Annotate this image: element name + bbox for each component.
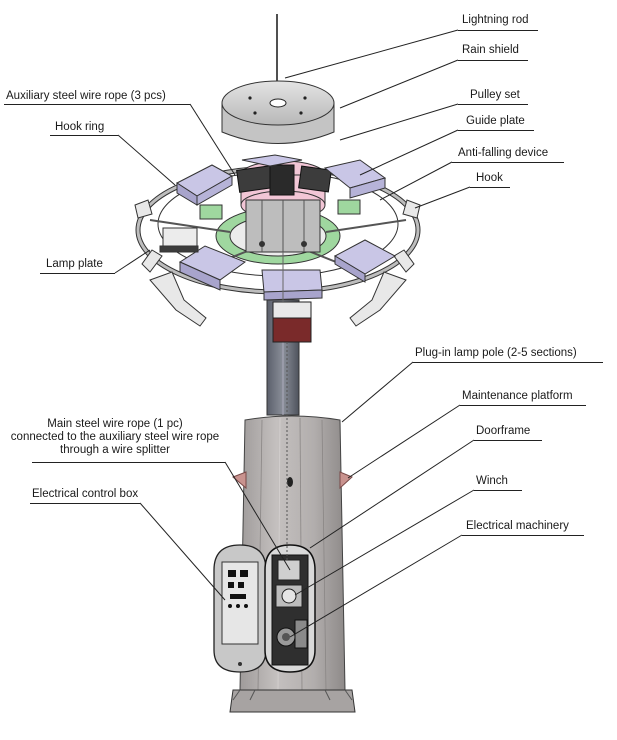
pulley-set-housing — [199, 160, 361, 253]
label-pulley-set: Pulley set — [470, 89, 520, 101]
hooks — [134, 199, 421, 327]
label-doorframe: Doorframe — [476, 425, 531, 437]
label-main-rope-line2: connected to the auxiliary steel wire ro… — [10, 431, 220, 443]
label-electrical-machinery: Electrical machinery — [466, 520, 569, 532]
leader-lines — [114, 29, 475, 638]
platform-nub-left — [232, 471, 247, 490]
label-hook: Hook — [476, 172, 503, 184]
label-winch: Winch — [476, 475, 508, 487]
label-lightning-rod: Lightning rod — [462, 14, 529, 26]
label-plug-in-lamp-pole: Plug-in lamp pole (2-5 sections) — [415, 347, 577, 359]
label-rain-shield: Rain shield — [462, 44, 519, 56]
label-aux-steel-wire-rope: Auxiliary steel wire rope (3 pcs) — [6, 90, 166, 102]
label-electrical-control-box: Electrical control box — [32, 488, 139, 500]
label-guide-plate: Guide plate — [466, 115, 525, 127]
label-main-rope-line3: through a wire splitter — [60, 444, 170, 456]
label-main-steel-wire-rope: Main steel wire rope (1 pc) connected to… — [0, 418, 230, 457]
electrical-control-box — [213, 544, 267, 673]
label-main-rope-line1: Main steel wire rope (1 pc) — [47, 418, 183, 430]
doorframe-assembly — [264, 544, 316, 673]
label-maintenance-platform: Maintenance platform — [462, 390, 573, 402]
lamp-boxes — [159, 154, 397, 301]
winch-dead-weight — [272, 317, 312, 343]
label-lamp-plate: Lamp plate — [46, 258, 103, 270]
label-hook-ring: Hook ring — [55, 121, 105, 133]
platform-nub-right — [339, 471, 353, 490]
rain-shield — [221, 80, 335, 144]
label-anti-falling-device: Anti-falling device — [458, 147, 549, 159]
